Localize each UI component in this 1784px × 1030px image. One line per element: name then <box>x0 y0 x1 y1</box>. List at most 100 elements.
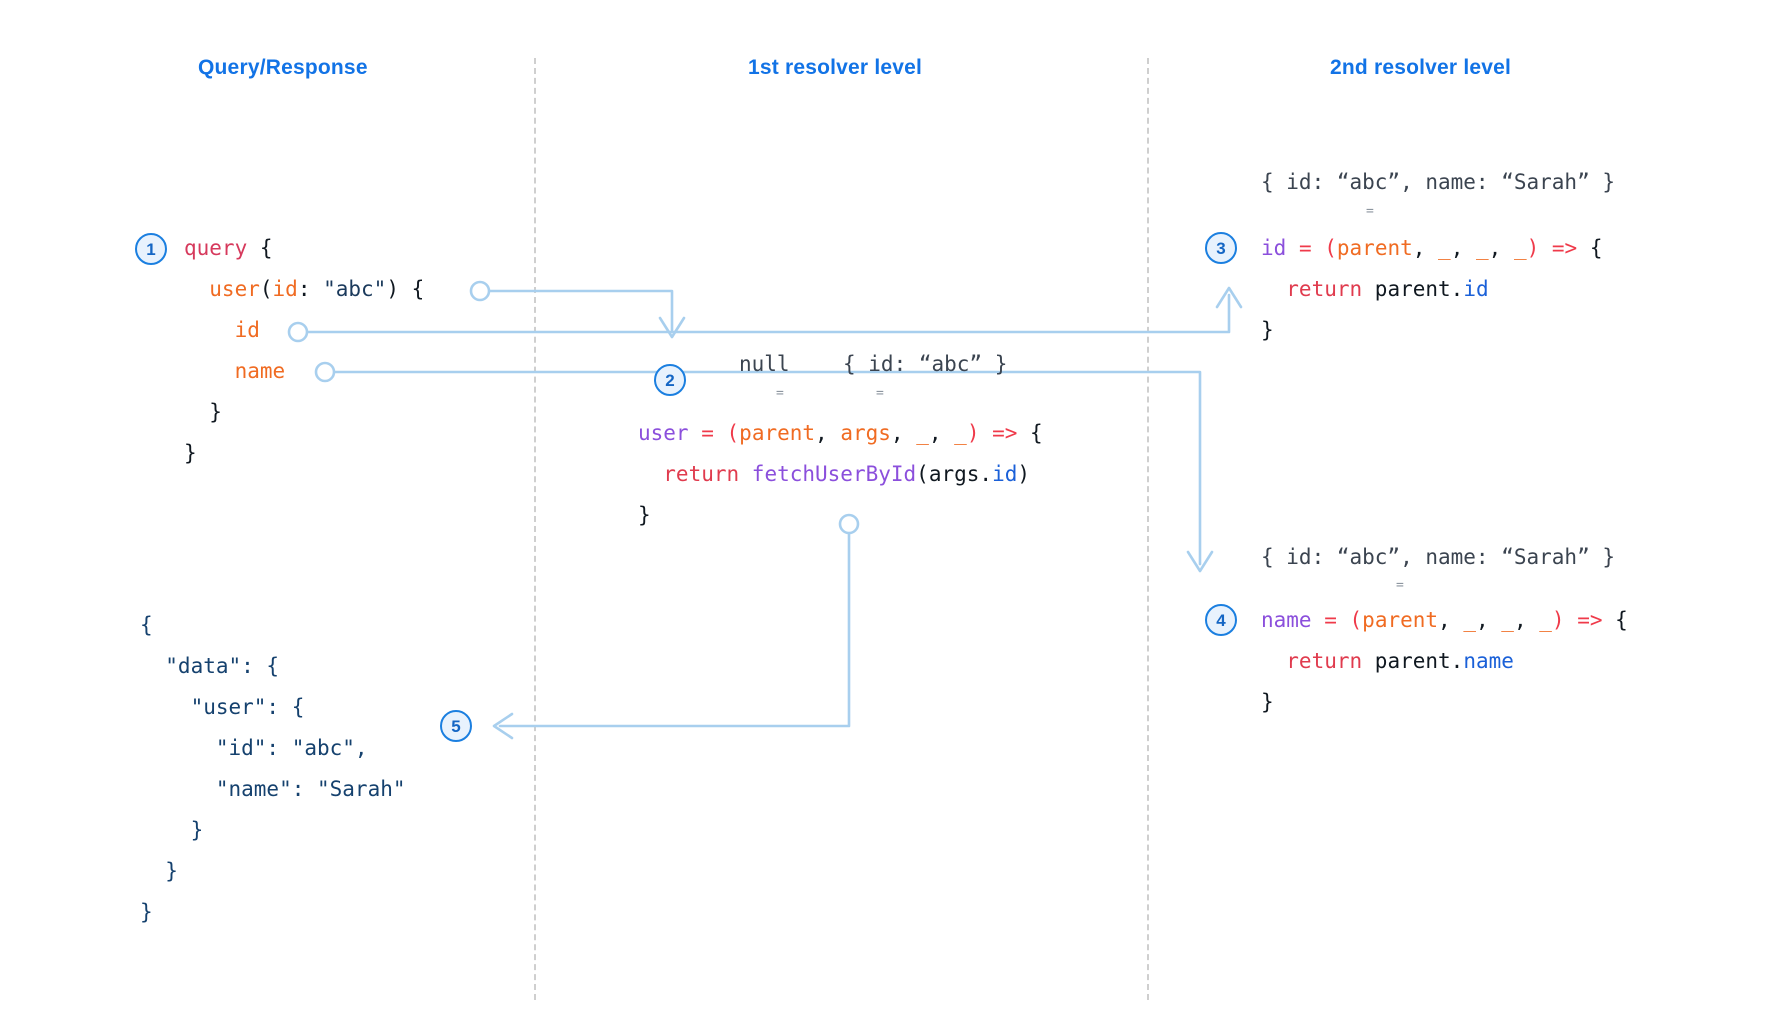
code-token: return <box>1261 649 1375 673</box>
equals-mark-user-parent: = <box>776 386 784 401</box>
step-badge-1: 1 <box>135 233 167 265</box>
code-token: , <box>1513 608 1540 632</box>
code-line: } <box>140 851 406 892</box>
code-token: "user": { <box>140 695 305 719</box>
code-token: ) { <box>386 277 425 301</box>
column-header-first-resolver: 1st resolver level <box>748 56 923 79</box>
code-token: id <box>1463 277 1489 301</box>
step-badge-5-number: 5 <box>451 716 461 736</box>
user-resolver-parent-value: null <box>739 352 790 376</box>
code-token: { <box>1615 608 1628 632</box>
code-token: "data": { <box>140 654 280 678</box>
code-line: } <box>140 892 406 933</box>
code-token: id <box>1261 236 1287 260</box>
code-line: return fetchUserById(args.id) <box>638 454 1043 495</box>
code-token: , <box>1412 236 1439 260</box>
code-line: { <box>140 605 406 646</box>
user-resolver-code: user = (parent, args, _, _) => { return … <box>638 413 1043 536</box>
code-token: = <box>1286 236 1325 260</box>
code-token: _ <box>1476 236 1489 260</box>
code-token: user <box>184 277 260 301</box>
code-line: user = (parent, args, _, _) => { <box>638 413 1043 454</box>
user-resolver-args-value: { id: “abc” } <box>843 352 1008 376</box>
code-token: ( <box>916 462 929 486</box>
code-token: : <box>297 277 324 301</box>
code-token: parent <box>1374 277 1451 301</box>
code-line: } <box>638 495 1043 536</box>
code-token: id <box>992 462 1018 486</box>
code-token: name <box>184 359 286 383</box>
code-token: ) <box>966 421 980 445</box>
code-token: } <box>1261 690 1274 714</box>
code-token: id <box>272 277 298 301</box>
code-token: = <box>688 421 727 445</box>
code-token: "name": "Sarah" <box>140 777 406 801</box>
code-token: parent <box>739 421 816 445</box>
name-resolver-parent-value: { id: “abc”, name: “Sarah” } <box>1261 545 1616 569</box>
code-line: } <box>184 392 424 433</box>
code-token: ) <box>1526 236 1540 260</box>
code-line: return parent.name <box>1261 641 1628 682</box>
code-token: . <box>1450 649 1464 673</box>
step-badge-2-number: 2 <box>665 370 675 390</box>
json-response-code: { "data": { "user": { "id": "abc", "name… <box>140 605 406 933</box>
code-token: . <box>1450 277 1464 301</box>
divider-left <box>534 58 536 1000</box>
code-token: return <box>1261 277 1375 301</box>
code-token: _ <box>1539 608 1552 632</box>
code-token: "abc" <box>323 277 387 301</box>
code-token: parent <box>1362 608 1439 632</box>
code-token: } <box>140 900 153 924</box>
code-token: return <box>638 462 752 486</box>
id-resolver-code: id = (parent, _, _, _) => { return paren… <box>1261 228 1603 351</box>
code-token: args <box>840 421 891 445</box>
code-token: parent <box>1336 236 1413 260</box>
code-line: } <box>1261 310 1603 351</box>
code-token: => <box>979 421 1031 445</box>
code-token: ( <box>1324 236 1337 260</box>
code-token: id <box>184 318 260 342</box>
code-token: user <box>638 421 689 445</box>
step-badge-4-number: 4 <box>1216 610 1226 630</box>
code-token: } <box>638 503 651 527</box>
column-header-query-response: Query/Response <box>198 56 368 79</box>
equals-mark-user-args: = <box>876 386 884 401</box>
id-resolver-parent-value: { id: “abc”, name: “Sarah” } <box>1261 170 1616 194</box>
code-token: } <box>140 818 204 842</box>
code-token: => <box>1564 608 1616 632</box>
code-line: } <box>184 433 424 474</box>
code-token: { <box>247 236 273 260</box>
code-line: user(id: "abc") { <box>184 269 424 310</box>
step-badge-2: 2 <box>654 364 686 396</box>
equals-mark-id-parent: = <box>1366 204 1374 219</box>
code-line: name <box>184 351 424 392</box>
code-line: name = (parent, _, _, _) => { <box>1261 600 1628 641</box>
code-token: _ <box>916 421 929 445</box>
code-token: args <box>928 462 980 486</box>
code-token: } <box>1261 318 1274 342</box>
code-token: { <box>140 613 153 637</box>
code-token: , <box>1450 236 1476 260</box>
step-badge-1-number: 1 <box>146 239 156 259</box>
step-badge-3-number: 3 <box>1216 238 1226 258</box>
code-token: ) <box>1551 608 1565 632</box>
code-token: name <box>1261 608 1312 632</box>
code-token: _ <box>1501 608 1514 632</box>
code-token: } <box>140 859 178 883</box>
code-line: id <box>184 310 424 351</box>
code-token: , <box>928 421 955 445</box>
code-token: , <box>1438 608 1464 632</box>
code-token: = <box>1311 608 1350 632</box>
code-token: _ <box>1463 608 1476 632</box>
step-badge-4: 4 <box>1205 604 1237 636</box>
code-token: ( <box>259 277 273 301</box>
code-line: "data": { <box>140 646 406 687</box>
code-token: name <box>1463 649 1514 673</box>
equals-mark-name-parent: = <box>1396 578 1404 593</box>
name-resolver-code: name = (parent, _, _, _) => { return par… <box>1261 600 1628 723</box>
code-line: id = (parent, _, _, _) => { <box>1261 228 1603 269</box>
code-line: "name": "Sarah" <box>140 769 406 810</box>
step-badge-3: 3 <box>1205 232 1237 264</box>
code-line: query { <box>184 228 424 269</box>
